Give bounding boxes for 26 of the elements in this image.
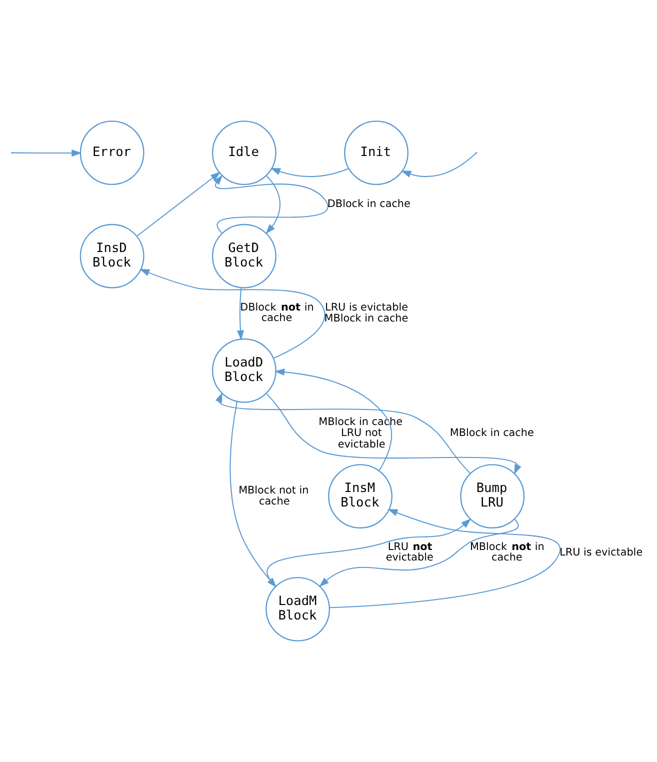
arrow [12,150,82,157]
arrow [215,392,470,474]
node-circle: Error [80,120,144,186]
arrow [136,172,221,237]
edge-label: LRU is evictable MBlock in cache [324,301,408,325]
node-circle: InsM Block [328,464,392,528]
edge-label: LRU not evictable [386,540,434,564]
arrow [266,176,280,234]
node-circle: InsD Block [80,224,144,288]
edge-label: MBlock not in cache [238,484,309,508]
edge-label: DBlock not in cache [240,301,314,324]
edge-label: MBlock in cache [450,427,534,440]
arrow [270,168,349,178]
arrow [319,519,519,588]
edge-label: DBlock in cache [327,198,410,210]
arrow [266,393,522,475]
arrow [266,518,472,586]
arrow [214,174,328,234]
node-circle: Init [344,120,408,186]
edge-label: MBlock not in cache [470,540,544,564]
arrow [401,152,476,178]
arrow [236,288,244,340]
arrow [274,368,392,471]
arrow [139,268,326,359]
arrow [330,508,560,608]
edge-label: LRU is evictable [560,546,643,558]
